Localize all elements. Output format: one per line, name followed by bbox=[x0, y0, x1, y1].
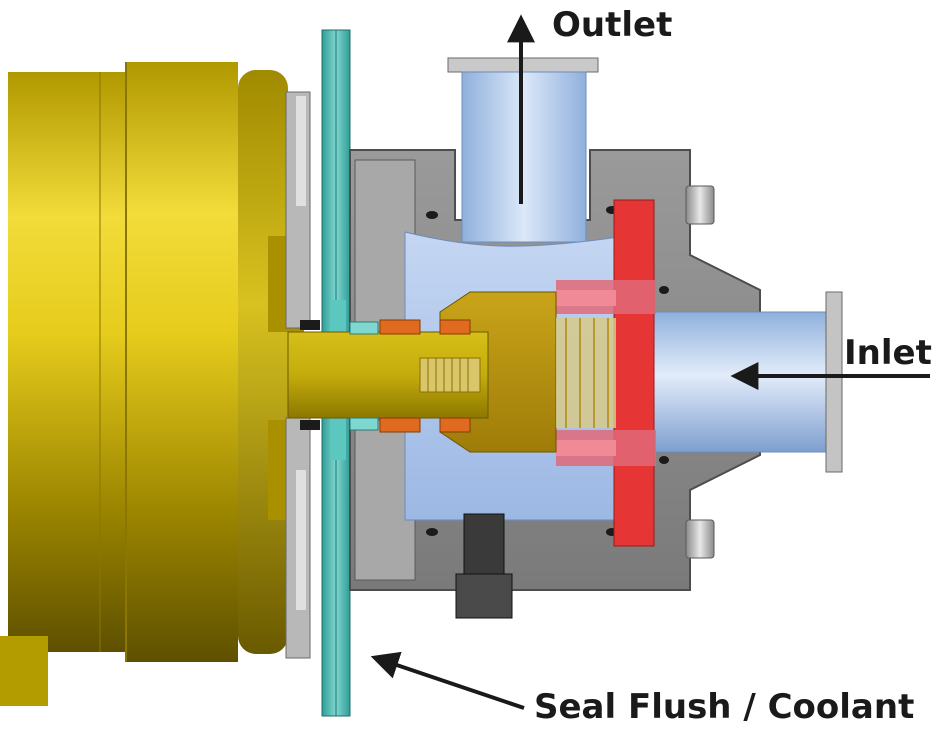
inlet-pipe bbox=[619, 291, 843, 473]
outlet-pipe bbox=[447, 57, 599, 243]
drain-fitting bbox=[455, 513, 513, 619]
inlet-label: Inlet bbox=[844, 333, 932, 373]
housing-bolts bbox=[685, 185, 715, 559]
mechanical-seal bbox=[300, 319, 471, 433]
seal-flush-arrow bbox=[370, 651, 525, 710]
motor-body bbox=[0, 62, 304, 706]
seal-flush-label: Seal Flush / Coolant bbox=[534, 687, 914, 727]
adapter-plates bbox=[285, 91, 311, 659]
outlet-label: Outlet bbox=[552, 5, 672, 45]
drive-shaft bbox=[287, 331, 489, 419]
casing-cover bbox=[556, 199, 656, 547]
